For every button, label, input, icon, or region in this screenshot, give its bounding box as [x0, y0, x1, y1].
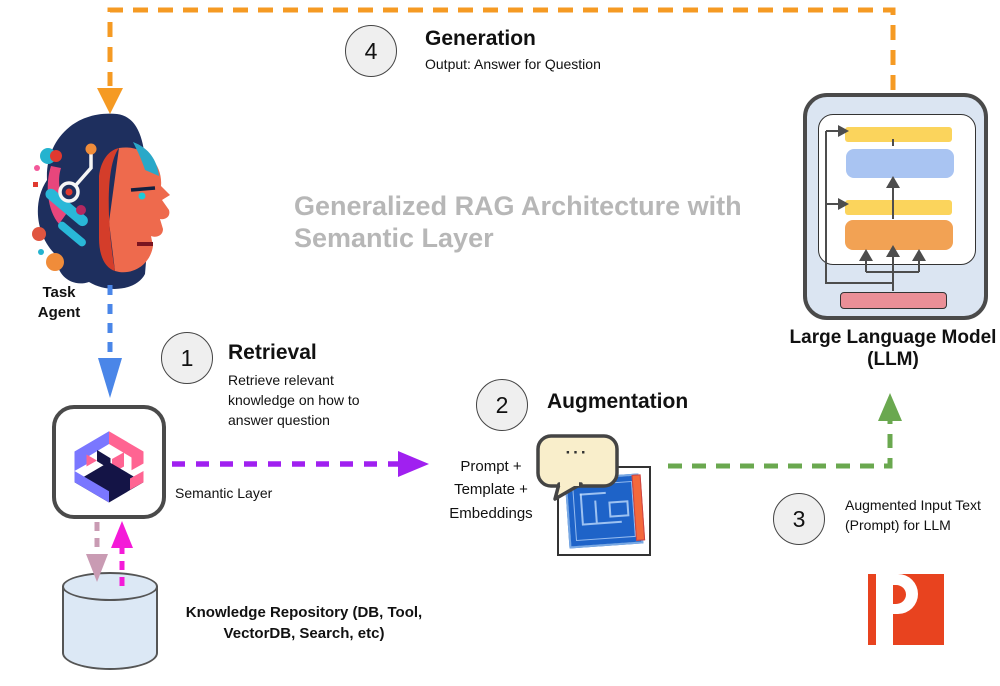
task-to-semantic-arrow	[98, 285, 122, 398]
semantic-layer-label: Semantic Layer	[175, 485, 273, 501]
retrieval-description: Retrieve relevant knowledge on how to an…	[228, 372, 360, 428]
task-agent-illustration	[32, 113, 170, 289]
step-number: 2	[495, 391, 509, 418]
step-circle-augmented-input: 3	[773, 493, 825, 545]
llm-layer-block-orange	[845, 220, 953, 250]
step-number: 1	[180, 344, 194, 371]
speech-bubble-icon	[536, 434, 619, 501]
cube-logo-icon	[74, 431, 144, 503]
step-number: 4	[364, 37, 378, 64]
prompt-template-embeddings-label: Prompt + Template + Embeddings	[449, 458, 533, 522]
generation-title: Generation	[425, 27, 536, 50]
llm-label: Large Language Model (LLM)	[789, 327, 997, 371]
step-circle-retrieval: 1	[161, 332, 213, 384]
augmented-input-arrow	[668, 393, 902, 469]
llm-layer-bar-yellow-top	[845, 127, 952, 142]
generation-description: Output: Answer for Question	[425, 56, 601, 72]
knowledge-repository-label: Knowledge Repository (DB, Tool, VectorDB…	[185, 604, 423, 642]
llm-node	[803, 93, 988, 320]
step-circle-augmentation: 2	[476, 379, 528, 431]
augmented-input-description: Augmented Input Text (Prompt) for LLM	[845, 497, 981, 533]
retrieval-title: Retrieval	[228, 341, 317, 364]
blueprint-ruler-strip	[631, 474, 646, 541]
bubble-ellipsis: ···	[565, 443, 589, 462]
diagram-title-watermark: Generalized RAG Architecture with Semant…	[294, 191, 742, 254]
knowledge-repository-cylinder-icon	[62, 572, 158, 670]
augmentation-title: Augmentation	[547, 390, 689, 413]
step-number: 3	[792, 505, 806, 532]
task-agent-label: Task Agent	[37, 284, 81, 322]
semantic-layer-node	[52, 405, 166, 519]
prompt-bubble: ···	[535, 433, 621, 501]
llm-layer-bar-yellow-mid	[845, 200, 952, 215]
retrieval-arrow	[172, 451, 429, 477]
llm-input-embedding-bar	[840, 292, 947, 309]
step-circle-generation: 4	[345, 25, 397, 77]
llm-transformer-panel	[818, 114, 976, 265]
prolego-p-logo-icon	[868, 574, 944, 645]
llm-layer-block-blue	[846, 149, 954, 178]
